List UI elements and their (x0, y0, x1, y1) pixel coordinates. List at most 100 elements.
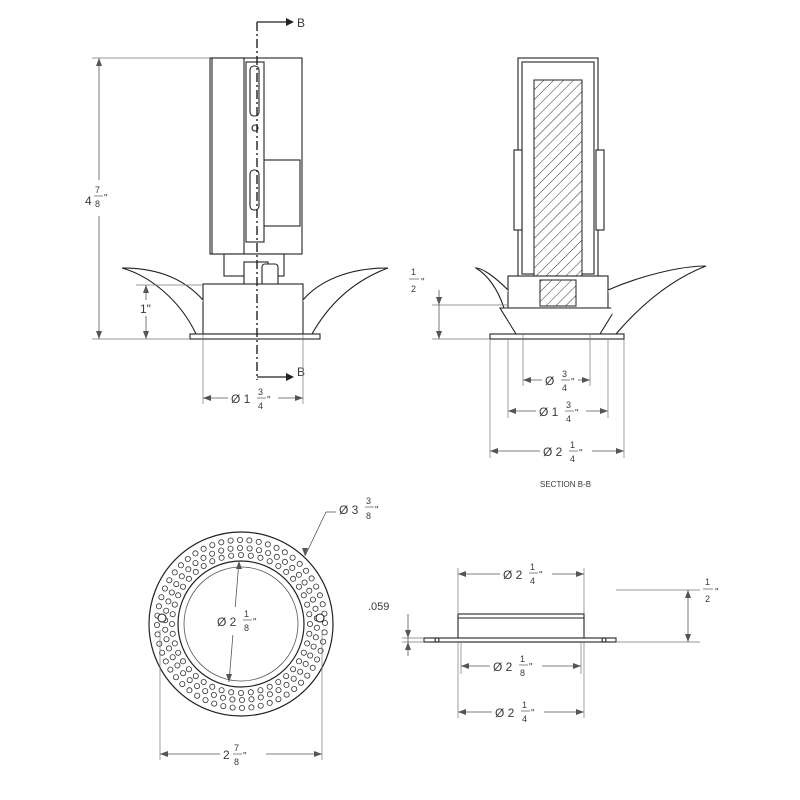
perforation-hole (171, 601, 178, 608)
perforation-hole (192, 550, 199, 557)
perforation-hole (301, 579, 308, 586)
perforation-hole (218, 687, 225, 694)
dim-ring-inner: Ø 2 1 8 " (214, 607, 264, 635)
perforation-hole (186, 687, 193, 694)
svg-text:Ø 1: Ø 1 (539, 405, 559, 419)
perforation-hole (229, 696, 236, 703)
perforation-hole (168, 589, 175, 596)
perforation-hole (169, 654, 176, 661)
perforation-hole (202, 697, 209, 704)
perforation-hole (227, 545, 234, 552)
perforation-hole (275, 563, 282, 570)
perforation-hole (283, 568, 290, 575)
perforation-hole (247, 552, 254, 559)
perforation-hole (209, 550, 216, 557)
svg-text:3: 3 (562, 369, 567, 379)
svg-text:": " (575, 408, 579, 419)
perforation-hole (158, 594, 165, 601)
perforation-hole (209, 683, 216, 690)
trim-body (457, 613, 585, 643)
svg-text:4: 4 (258, 401, 263, 411)
perforation-hole (218, 554, 225, 561)
svg-text:4: 4 (570, 454, 575, 464)
perforation-hole (289, 554, 296, 561)
perforation-hole (185, 566, 192, 573)
ring-plan-view: Ø 2 1 8 " Ø 3 3 8 " 2 7 8 " (148, 496, 379, 770)
perforation-hole (169, 630, 176, 637)
perforation-hole (238, 705, 245, 712)
perforation-hole (290, 575, 297, 582)
perforation-hole (313, 624, 320, 631)
perforation-hole (211, 700, 218, 707)
perforation-hole (155, 603, 162, 610)
perforation-hole (210, 692, 217, 699)
perforation-hole (237, 690, 244, 697)
svg-text:Ø 2: Ø 2 (493, 660, 513, 674)
svg-text:": " (104, 193, 108, 204)
perforation-hole (171, 569, 178, 576)
svg-text:1: 1 (570, 440, 575, 450)
perforation-hole (186, 677, 193, 684)
dim-flange: .059 (368, 601, 389, 613)
perforation-hole (165, 645, 172, 652)
perforation-hole (255, 538, 262, 545)
perforation-hole (264, 541, 271, 548)
svg-text:Ø 2: Ø 2 (543, 445, 563, 459)
perforation-hole (283, 691, 290, 698)
svg-text:8: 8 (95, 199, 100, 209)
perforation-hole (177, 562, 184, 569)
perforation-hole (304, 640, 311, 647)
perforation-hole (312, 634, 319, 641)
perforation-hole (321, 629, 328, 636)
perforation-hole (289, 564, 296, 571)
section-right-spring (607, 265, 707, 335)
svg-text:1: 1 (530, 562, 535, 572)
svg-text:Ø 2: Ø 2 (503, 568, 523, 582)
svg-text:": " (253, 617, 257, 628)
perforation-hole (266, 691, 273, 698)
perforation-hole (313, 583, 320, 590)
perforation-hole (298, 679, 305, 686)
perforation-hole (273, 544, 280, 551)
section-letter-top: B (297, 16, 305, 30)
perforation-hole (300, 592, 307, 599)
perforation-hole (295, 658, 302, 665)
perforation-hole (168, 621, 175, 628)
perforation-hole (306, 621, 313, 628)
perforation-hole (317, 647, 324, 654)
perforation-hole (236, 537, 243, 544)
perforation-hole (296, 560, 303, 567)
perforation-hole (166, 577, 173, 584)
perforation-hole (185, 575, 192, 582)
perforation-hole (265, 550, 272, 557)
svg-text:3: 3 (566, 400, 571, 410)
perforation-hole (161, 585, 168, 592)
svg-text:3: 3 (258, 387, 263, 397)
perforation-hole (218, 539, 225, 546)
section-left-spring (474, 267, 509, 309)
perforation-hole (180, 670, 187, 677)
perforation-hole (321, 620, 328, 627)
svg-text:": " (529, 662, 533, 673)
svg-text:Ø 2: Ø 2 (495, 706, 515, 720)
svg-text:2: 2 (411, 284, 416, 294)
perforation-hole (174, 662, 181, 669)
hatched-heatsink (533, 79, 583, 277)
perforation-hole (306, 630, 313, 637)
perforation-hole (257, 702, 264, 709)
perforation-hole (236, 545, 243, 552)
svg-text:1: 1 (520, 654, 525, 664)
svg-text:": " (715, 587, 719, 598)
svg-text:8: 8 (520, 668, 525, 678)
svg-text:Ø 1: Ø 1 (231, 392, 251, 406)
perforation-hole (302, 660, 309, 667)
svg-text:Ø: Ø (545, 374, 554, 388)
perforation-hole (154, 631, 161, 638)
perforation-hole (163, 636, 170, 643)
perforation-hole (209, 558, 216, 565)
perforation-hole (309, 664, 316, 671)
dim-ring-outer: Ø 3 3 8 " (339, 496, 379, 521)
perforation-hole (266, 699, 273, 706)
perforation-hole (194, 683, 201, 690)
perforation-hole (162, 626, 169, 633)
